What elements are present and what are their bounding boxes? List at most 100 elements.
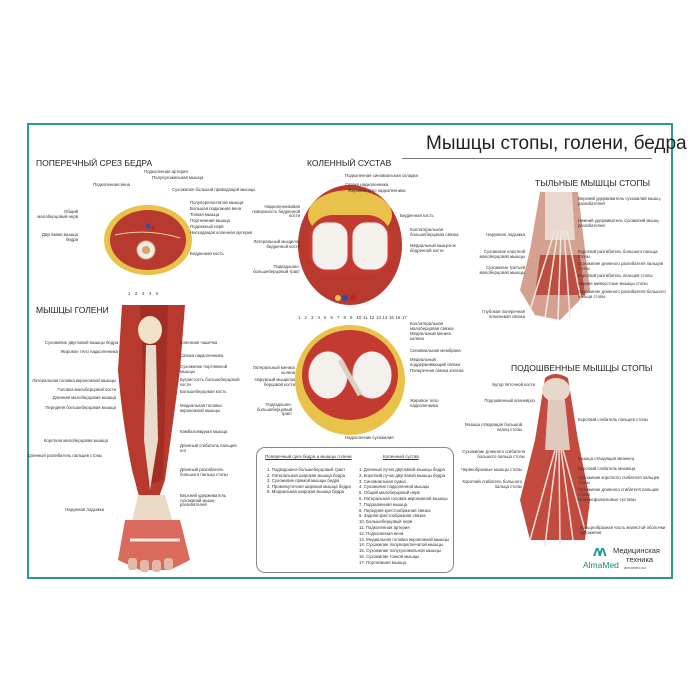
knee-number-label: 1 <box>298 315 301 320</box>
legend-right-item: 6. Латеральная головка икроножной мышцы <box>359 496 448 501</box>
knee-number-label: 7 <box>337 315 340 320</box>
thigh-number-label: 5 <box>156 291 159 296</box>
anatomy-label: Короткая малоберцовая мышца <box>43 438 108 443</box>
knee-number-label: 4 <box>317 315 320 320</box>
anatomy-label: Латеральный мениск колена <box>252 365 295 375</box>
legend-right-item: 2. Короткий пучок двуглавой мышцы бедра <box>359 472 446 478</box>
anatomy-label: Большая подкожная вена <box>190 206 242 211</box>
anatomy-label: Длинная малоберцовая мышца <box>52 395 116 400</box>
anatomy-label: Кольцеобразная часть жилистой оболочки с… <box>580 525 666 535</box>
knee-number-label: 5 <box>324 315 327 320</box>
anatomy-label: Длинный разгибатель пальцев стопы <box>27 453 102 458</box>
anatomy-label: Сухожилие длинного разгибателя пальцев с… <box>578 261 664 271</box>
legend-left-item: 5. Медиальная широкая мышца бедра <box>267 489 345 495</box>
leg-muscles-illustration <box>118 305 190 572</box>
dorsal-foot-illustration <box>520 192 590 321</box>
anatomy-label: Сухожилие короткого сгибателя пальцев ст… <box>578 475 660 485</box>
anatomy-label: Нисходящая коленная артерия <box>190 230 253 235</box>
legend-right-item: 1. Длинный пучок двуглавой мышцы бедра <box>359 467 445 472</box>
anatomy-label: Головка малоберцовой кости <box>57 387 116 392</box>
anatomy-label: Короткий сгибатель пальцев стопы <box>578 417 648 422</box>
knee-number-label: 17 <box>402 315 407 320</box>
anatomy-label: Бедренная кость <box>190 251 224 256</box>
knee-number-label: 9 <box>350 315 353 320</box>
knee-joint-illustration <box>295 185 405 435</box>
legend-right-item: 8. Передняя крестообразная связка <box>359 507 431 513</box>
anatomy-label: Поперечная связка колена <box>410 368 464 373</box>
thigh-cross-section-illustration <box>104 205 192 275</box>
knee-number-label: 3 <box>311 315 314 320</box>
anatomy-label: Портняжная мышца <box>190 218 230 223</box>
anatomy-label: Короткий сгибатель большого пальца стопы <box>462 479 522 489</box>
knee-number-label: 15 <box>389 315 394 320</box>
knee-number-label: 13 <box>376 315 381 320</box>
anatomy-label: Подколенная синовиальная складка <box>345 173 418 178</box>
anatomy-label: Медиальный мениск колена <box>410 331 452 341</box>
anatomy-label: Сухожилие длинного сгибателя пальцев сто… <box>578 487 659 497</box>
anatomy-label: Медиальный поддерживающий связка <box>410 357 461 367</box>
anatomy-label: Сухожилие портняжной мышцы <box>180 364 228 374</box>
legend-right-item: 12. Подколенная вена <box>359 530 404 536</box>
anatomy-label: Полусухожильная мышца <box>152 175 204 180</box>
section-title-knee: КОЛЕННЫЙ СУСТАВ <box>307 158 392 168</box>
logo-line2: техника <box>626 555 654 564</box>
anatomy-label: Связка надколенника <box>345 182 389 187</box>
anatomy-label: Верхний удерживатель сухожилий мышц-разг… <box>578 196 662 206</box>
anatomy-label: Бедренная кость <box>400 213 434 218</box>
legend-left-item: 3. Сухожилие прямой мышцы бедра <box>267 478 340 484</box>
almamed-logo-icon: ʌʌ <box>593 543 607 560</box>
logo-line1: Медицинская <box>613 546 660 555</box>
anatomy-label: Короткий разгибатель пальцев стопы <box>578 273 653 278</box>
anatomy-label: Подкожный нерв <box>190 224 224 229</box>
legend-right-header: Коленный сустав <box>383 454 419 459</box>
plantar-foot-illustration <box>520 374 590 546</box>
anatomy-label: Плюснефаланговые суставы <box>578 497 636 502</box>
anatomy-label: Нижний удерживатель сухожилий мышц-разги… <box>578 218 660 228</box>
legend-right-item: 7. Подошвенная мышца <box>359 501 408 507</box>
knee-number-label: 6 <box>330 315 333 320</box>
legend-right-item: 13. Медиальная головка икроножной мышцы <box>359 536 450 542</box>
anatomy-label: Бугристость большеберцовой кости <box>180 377 240 387</box>
legend-right-item: 11. Подколенная артерия <box>359 525 410 530</box>
knee-number-label: 16 <box>395 315 401 320</box>
anatomy-label: Коленная чашечка <box>180 340 218 345</box>
anatomy-label: Подколенная вена <box>92 182 130 187</box>
anatomy-label: Медиальная головка икроножной мышцы <box>180 403 222 413</box>
anatomy-label: Общий малоберцовый нерв <box>37 209 78 219</box>
thigh-number-label: 2 <box>135 291 138 296</box>
anatomy-label: Тонкая мышца <box>190 212 220 217</box>
anatomy-label: Подвздошно-большеберцовый тракт <box>253 264 300 274</box>
knee-number-label: 8 <box>343 315 346 320</box>
anatomy-label: Верхний удерживатель сухожилий мышц-разг… <box>180 493 227 508</box>
anatomy-label: Бугор пяточной кости <box>492 382 535 387</box>
poster-title: Мышцы стопы, голени, бедра <box>426 133 687 154</box>
anatomy-label: Сухожилие большой приводящей мышцы <box>172 187 256 192</box>
anatomy-label: Большеберцовая кость <box>180 389 227 394</box>
anatomy-label: Надколенник сухожилия <box>345 435 394 440</box>
anatomy-label: Наружная лодыжка <box>65 507 104 512</box>
anatomy-label: Мышца отводящая большой палец стопы <box>465 422 522 432</box>
anatomy-label: Подвздошно-большеберцовый тракт <box>256 402 292 417</box>
knee-number-label: 12 <box>369 315 375 320</box>
anatomy-label: Сухожилие длинного разгибателя большого … <box>578 289 666 299</box>
anatomy-label: Сухожилие короткой малоберцовой мышцы <box>479 249 525 259</box>
anatomy-label: Задние межкостные мышцы стопы <box>578 281 648 286</box>
legend-right-item: 16. Сухожилие тонкой мышцы <box>359 554 420 559</box>
anatomy-label: Камбаловидная мышца <box>180 429 228 434</box>
anatomy-label: Наружный мыщелок берцовой кости <box>254 377 295 387</box>
knee-number-label: 14 <box>382 315 388 320</box>
anatomy-label: Длинный разгибатель большого пальца стоп… <box>180 467 228 477</box>
legend-left-item: 4. Промежуточная широкая мышца бедра <box>267 483 351 489</box>
legend-right-item: 15. Сухожилие полусухожильной мышцы <box>359 548 442 554</box>
anatomy-label: Медиальный мыщелок бедренной кости <box>410 243 456 253</box>
anatomy-label: Жировое тело надколенника <box>348 188 406 193</box>
anatomy-label: Сухожилие длинного сгибателя большого па… <box>462 449 525 459</box>
legend-box: Поперечный срез бедра и мышцы голени Кол… <box>256 447 454 573</box>
section-title-dorsal-foot: ТЫЛЬНЫЕ МЫШЦЫ СТОПЫ <box>535 178 651 188</box>
legend-right-item: 5. Общий малоберцовый нерв <box>359 490 420 496</box>
thigh-number-label: 1 <box>128 291 131 296</box>
anatomy-label: Коллатеральная малоберцовая связка <box>410 321 454 331</box>
anatomy-label: Червеобразные мышцы стопы <box>461 467 522 472</box>
